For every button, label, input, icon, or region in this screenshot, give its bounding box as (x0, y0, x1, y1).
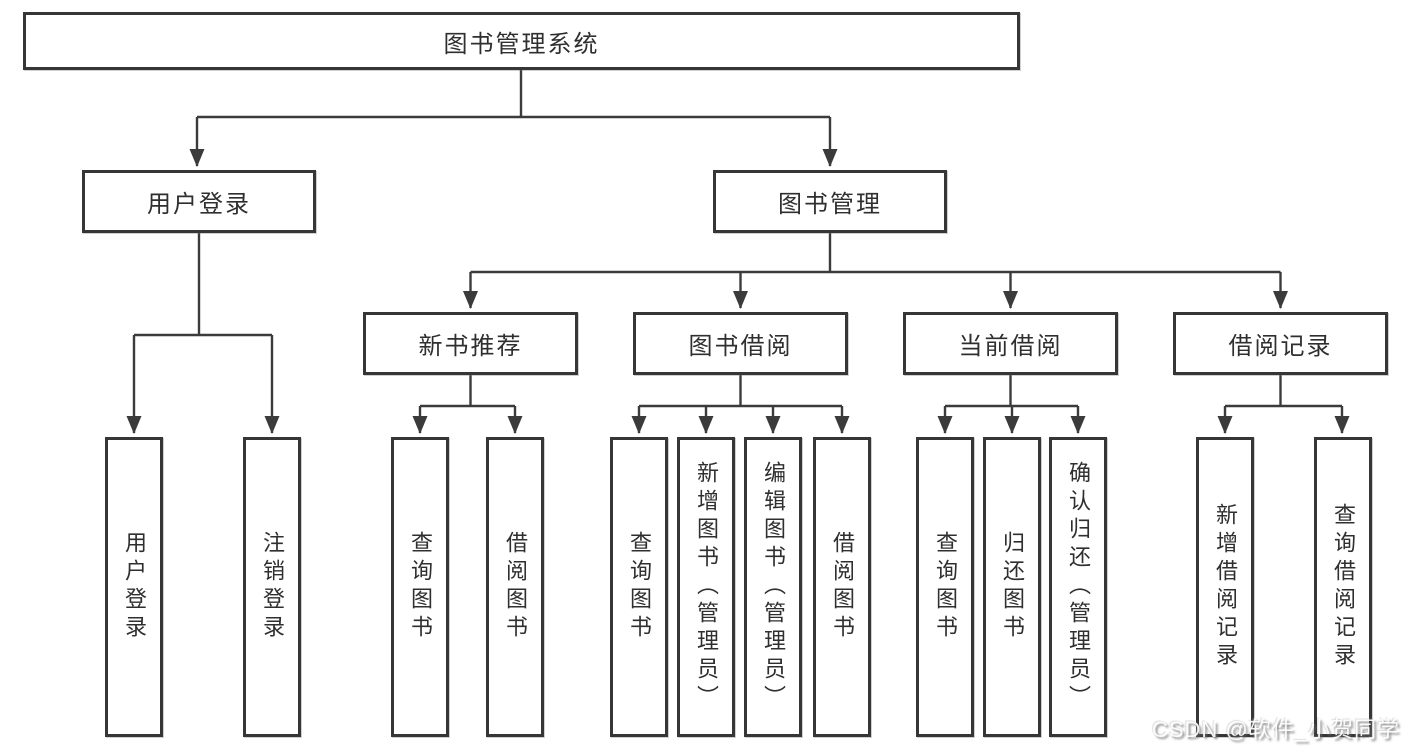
leaf-edit-books-admin: 编辑图书（管理员） (744, 437, 802, 737)
leaf-borrow-books-recommend: 借阅图书 (486, 437, 544, 737)
node-label: 借阅记录 (1228, 333, 1333, 360)
leaf-label: 查询图书 (933, 531, 958, 643)
connector-arrows (126, 117, 1350, 434)
leaf-label: 编辑图书（管理员） (761, 461, 786, 713)
node-book-borrowing: 图书借阅 (633, 312, 848, 375)
leaf-label: 确认归还（管理员） (1066, 461, 1091, 713)
leaf-confirm-return-admin: 确认归还（管理员） (1049, 437, 1107, 737)
leaf-return-books: 归还图书 (983, 437, 1041, 737)
leaf-label: 借阅图书 (830, 531, 855, 643)
leaf-query-books-current: 查询图书 (916, 437, 974, 737)
node-user-login-branch: 用户登录 (82, 170, 316, 233)
leaf-label: 借阅图书 (503, 531, 528, 643)
leaf-add-borrow-record: 新增借阅记录 (1196, 437, 1254, 737)
node-label: 图书管理 (778, 191, 882, 218)
leaf-label: 查询借阅记录 (1331, 503, 1356, 671)
leaf-label: 新增借阅记录 (1213, 503, 1238, 671)
leaf-user-login: 用户登录 (105, 437, 163, 737)
leaf-label: 归还图书 (1000, 531, 1025, 643)
node-borrowing-records: 借阅记录 (1173, 312, 1388, 375)
node-label: 图书管理系统 (443, 30, 600, 58)
leaf-label: 注销登录 (260, 531, 285, 643)
leaf-query-books-borrowing: 查询图书 (610, 437, 668, 737)
node-root-system: 图书管理系统 (23, 12, 1020, 70)
leaf-logout: 注销登录 (243, 437, 301, 737)
leaf-query-borrow-record: 查询借阅记录 (1314, 437, 1372, 737)
leaf-label: 用户登录 (122, 531, 147, 643)
node-current-borrowing: 当前借阅 (903, 312, 1118, 375)
node-new-book-recommend: 新书推荐 (363, 312, 578, 375)
node-book-management-branch: 图书管理 (713, 170, 947, 233)
leaf-add-books-admin: 新增图书（管理员） (677, 437, 735, 737)
node-label: 新书推荐 (418, 333, 523, 360)
leaf-label: 查询图书 (627, 531, 652, 643)
leaf-borrow-books: 借阅图书 (813, 437, 871, 737)
node-label: 图书借阅 (688, 333, 793, 360)
node-label: 用户登录 (147, 191, 251, 218)
node-label: 当前借阅 (958, 333, 1063, 360)
leaf-label: 查询图书 (408, 531, 433, 643)
leaf-query-books-recommend: 查询图书 (391, 437, 449, 737)
leaf-label: 新增图书（管理员） (694, 461, 719, 713)
